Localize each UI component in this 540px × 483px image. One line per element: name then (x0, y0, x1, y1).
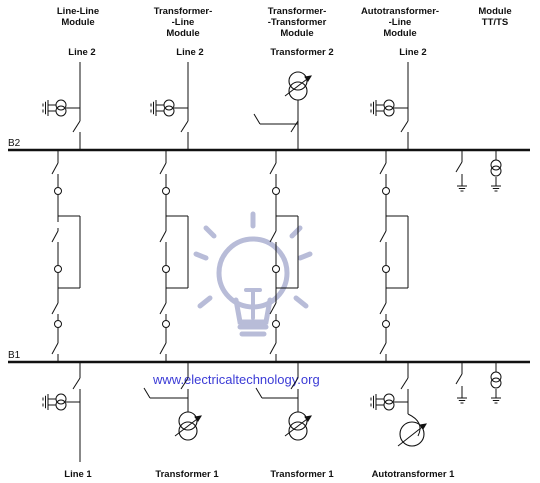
header-module-tt-ts: Module TT/TS (478, 6, 512, 28)
feeder-bottom-4: Autotransformer 1 (371, 469, 455, 480)
feeder-bottom-2: Transformer 1 (155, 469, 219, 480)
header-transformer-transformer-module: Transformer- -Transformer Module (267, 6, 327, 39)
feeder-top-4: Line 2 (399, 47, 427, 58)
bay-4 (371, 62, 427, 447)
feeder-top-2: Line 2 (176, 47, 204, 58)
header-autotransformer-line-module: Autotransformer- -Line Module (360, 6, 440, 39)
header-line-line-module: Line-Line Module (56, 6, 100, 28)
bay-1 (43, 62, 81, 462)
bus-label-b1: B1 (8, 350, 21, 361)
feeder-bottom-3: Transformer 1 (270, 469, 334, 480)
feeder-top-3: Transformer 2 (270, 47, 334, 58)
bulb-logo (193, 211, 313, 337)
feeder-top-1: Line 2 (68, 47, 96, 58)
watermark: www.electricaltechnology.org (153, 372, 320, 387)
bus-label-b2: B2 (8, 138, 21, 149)
bay-2 (143, 62, 202, 441)
feeder-bottom-1: Line 1 (64, 469, 92, 480)
header-transformer-line-module: Transformer- -Line Module (153, 6, 213, 39)
bay-3 (253, 71, 312, 441)
bay-tt-ts (455, 150, 502, 404)
